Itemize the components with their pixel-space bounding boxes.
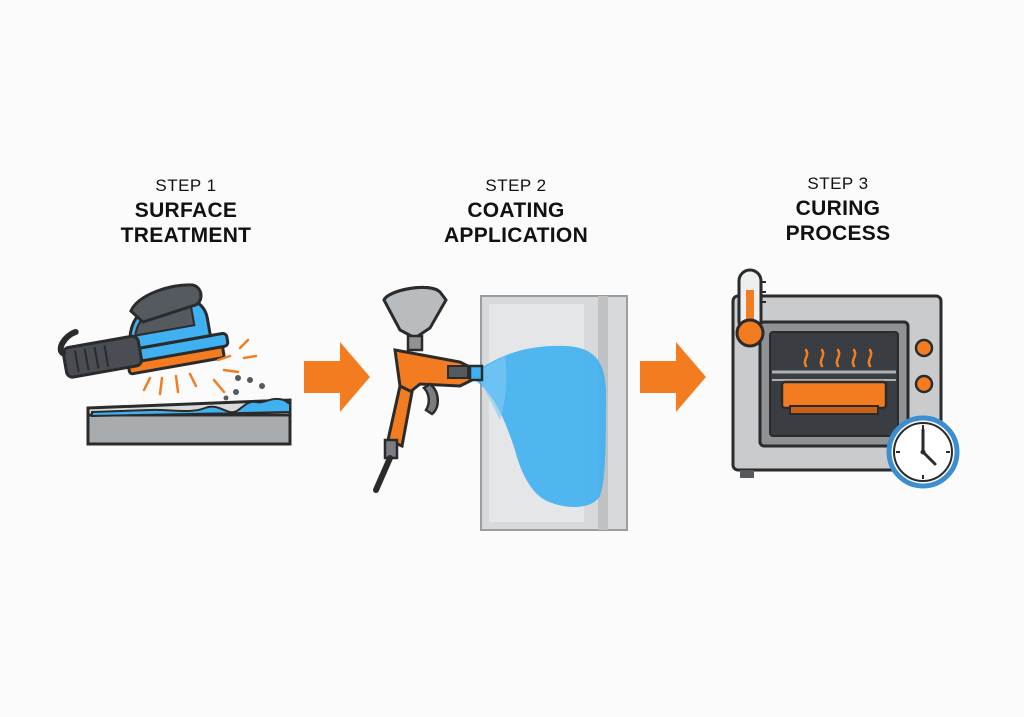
step-3-title-line1: CURING [795, 197, 881, 220]
arrow-right-icon [640, 342, 706, 412]
coating-residue [91, 397, 291, 418]
step-1-heading: STEP 1 SURFACE TREATMENT [56, 176, 316, 248]
step-2-number: STEP 2 [485, 176, 547, 195]
step-1-title-line1: SURFACE [134, 199, 238, 222]
orbital-sander-icon [57, 283, 292, 446]
sanding-sparks [142, 338, 258, 396]
clock-icon [886, 415, 960, 489]
arrow-right-icon [304, 342, 370, 412]
step-3-number: STEP 3 [807, 174, 869, 193]
oven-knob [914, 374, 934, 394]
heat-waves [803, 348, 873, 368]
step-3-heading: STEP 3 CURING PROCESS [708, 174, 968, 246]
spray-gun-icon [373, 285, 484, 493]
spray-coating [475, 345, 606, 507]
step-2-title-line1: COATING [467, 199, 565, 222]
step-3-title-line2: PROCESS [785, 222, 891, 245]
curing-oven-icon [731, 294, 943, 478]
oven-knob [914, 338, 934, 358]
step-2-title-line2: APPLICATION [443, 224, 589, 247]
thermometer-icon [735, 268, 766, 348]
dust-particles [223, 375, 265, 401]
step-1-title-line2: TREATMENT [120, 224, 252, 247]
coated-panel [475, 295, 628, 531]
step-1-number: STEP 1 [155, 176, 217, 195]
step-2-heading: STEP 2 COATING APPLICATION [386, 176, 646, 248]
